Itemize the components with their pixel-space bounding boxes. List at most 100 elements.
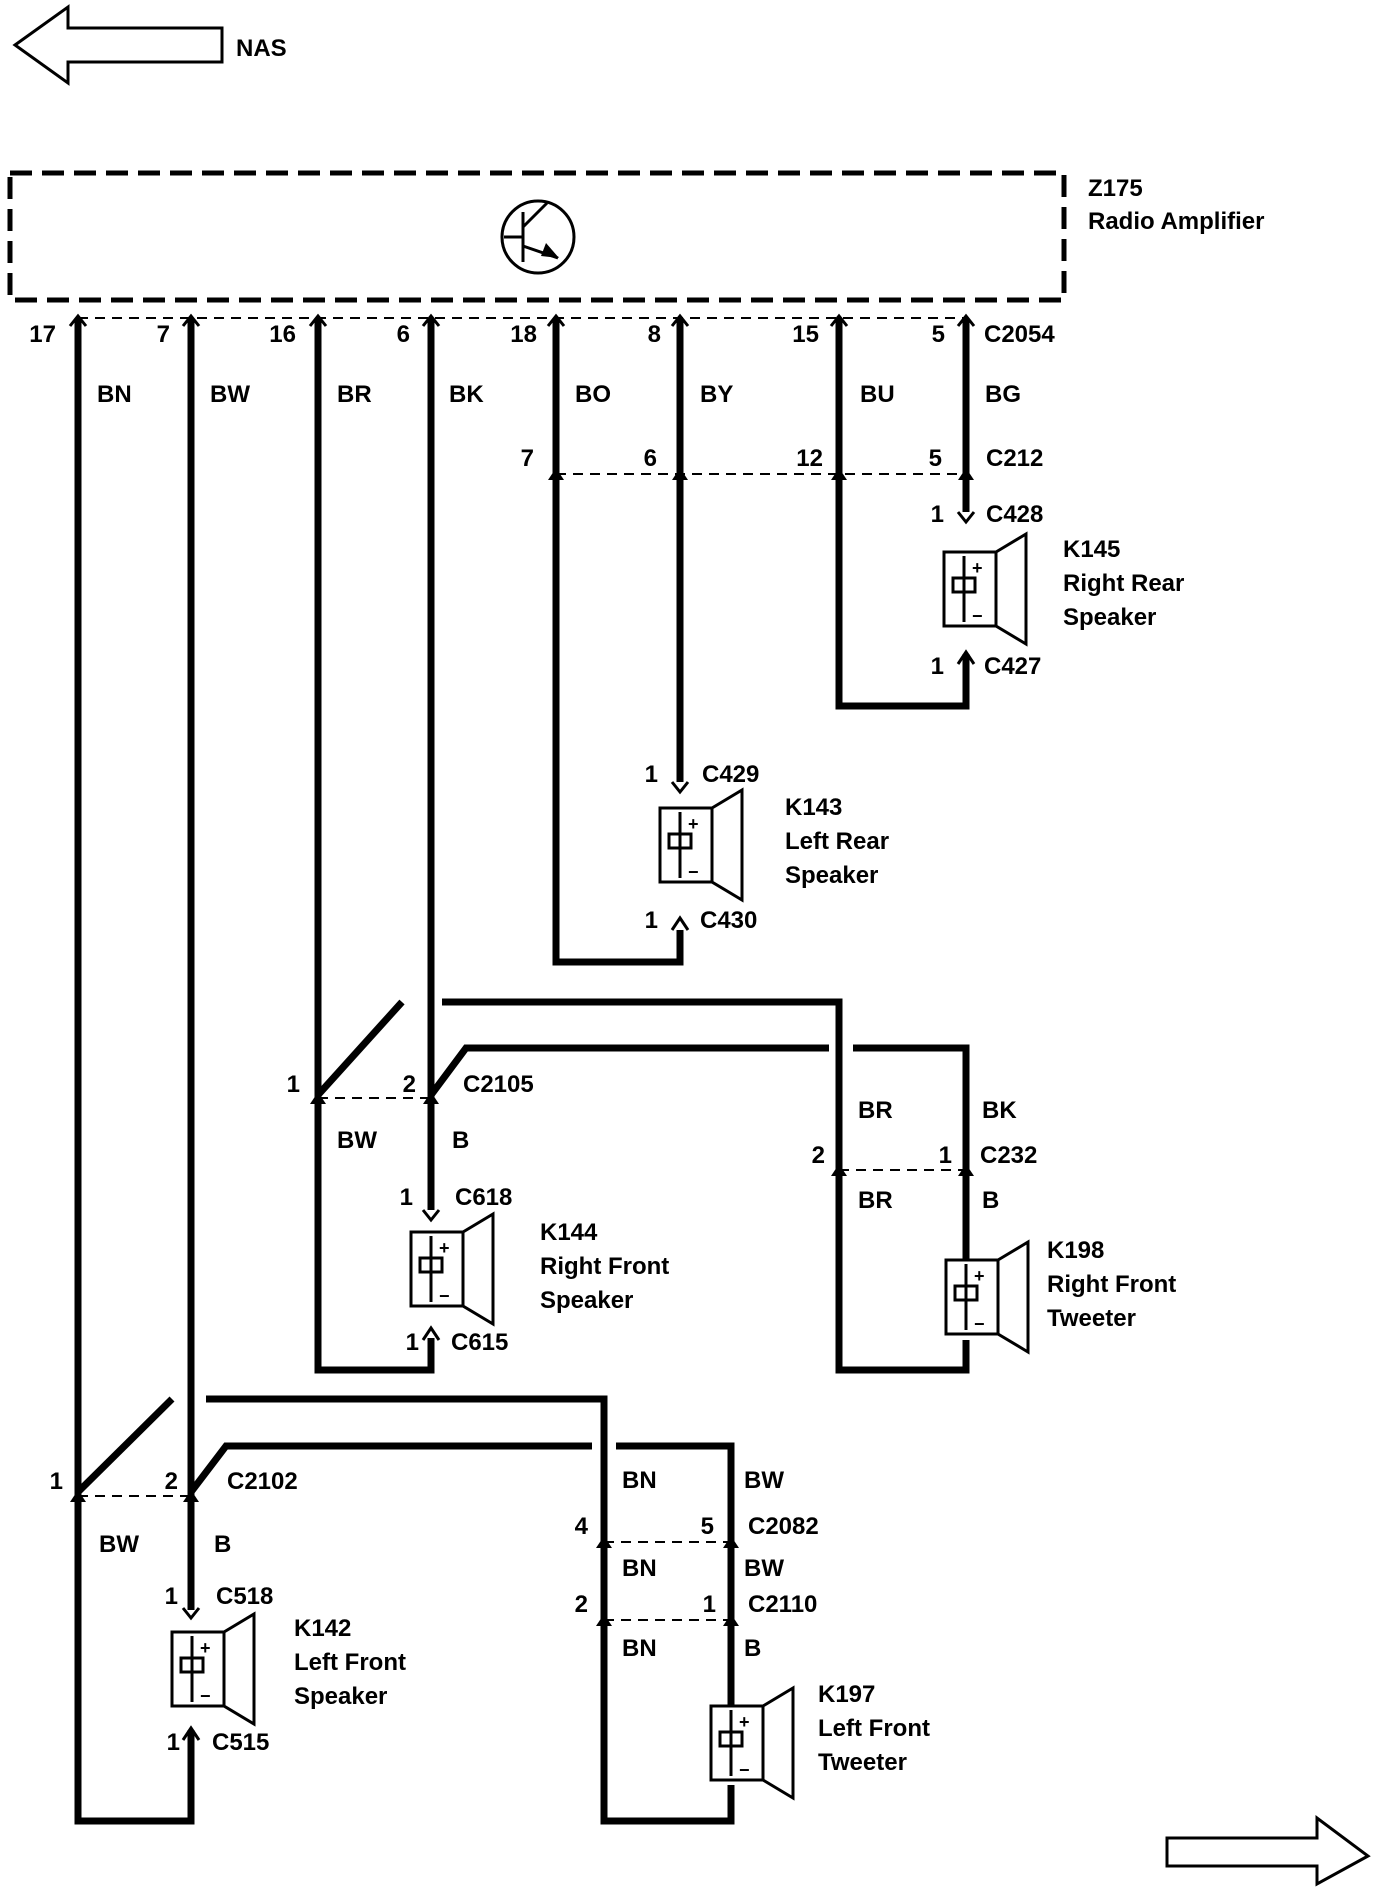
amp-terminals — [68, 313, 976, 327]
connector-label: C2082 — [748, 1513, 819, 1540]
wire-color-label: B — [744, 1635, 761, 1662]
wire-br-cross — [315, 999, 405, 1098]
wire-color-label: BW — [744, 1467, 784, 1494]
speaker-icon: + − — [709, 1685, 795, 1801]
wire-color-label: BW — [99, 1531, 139, 1558]
pin-label: 1 — [645, 761, 658, 788]
wire-bn — [74, 318, 195, 1825]
connector-label: C618 — [455, 1184, 512, 1211]
pin-label: 2 — [403, 1071, 416, 1098]
component-code: K142 — [294, 1615, 351, 1642]
wire-color-label: BK — [449, 381, 484, 408]
wire-color-label: BR — [858, 1097, 893, 1124]
wire-bw-tweeter — [188, 1442, 592, 1495]
minus-sign: − — [688, 862, 699, 882]
pin-label: 4 — [575, 1513, 589, 1540]
wire-color-label: BY — [700, 381, 733, 408]
component-code: K144 — [540, 1219, 598, 1246]
pin-label: 5 — [932, 321, 945, 348]
wire-bo — [552, 318, 684, 966]
plus-sign: + — [739, 1712, 750, 1732]
nav-left-label: NAS — [236, 35, 287, 62]
minus-sign: − — [200, 1686, 211, 1706]
minus-sign: − — [972, 606, 983, 626]
wire-color-label: BG — [985, 381, 1021, 408]
connector-c2102: 1 2 C2102 BW B — [50, 1468, 298, 1558]
wire-color-label: BN — [622, 1467, 657, 1494]
pin-label: 2 — [575, 1591, 588, 1618]
amp-connector-label: C2054 — [984, 321, 1055, 348]
wire-color-label: BN — [622, 1555, 657, 1582]
pin-label: 1 — [400, 1184, 413, 1211]
wire-color-label: BU — [860, 381, 895, 408]
wire-color-label: BW — [210, 381, 250, 408]
connector-label: C615 — [451, 1329, 508, 1356]
connector-c2082: BN BW 4 5 C2082 BN BW — [575, 1467, 819, 1582]
connector-c232: BR BK 2 1 C232 BR B — [812, 1097, 1038, 1214]
component-name: Right Front — [540, 1253, 669, 1280]
pin-label: 1 — [931, 653, 944, 680]
pin-label: 2 — [812, 1142, 825, 1169]
wire-color-label: B — [982, 1187, 999, 1214]
wire-bn-tweeter — [206, 1395, 735, 1825]
k145-right-rear-speaker: + − 1 C428 1 C427 K145 Right Rear Speake… — [931, 501, 1185, 680]
right-arrow-icon[interactable] — [1165, 1815, 1371, 1887]
pin-label: 1 — [939, 1142, 952, 1169]
pin-label: 1 — [287, 1071, 300, 1098]
component-code: K198 — [1047, 1237, 1104, 1264]
minus-sign: − — [739, 1760, 750, 1780]
wire-color-label: BW — [744, 1555, 784, 1582]
k142-left-front-speaker: + − 1 C518 1 C515 K142 Left Front Speake… — [165, 1583, 406, 1756]
radio-amplifier: Z175 Radio Amplifier C2054 — [7, 170, 1264, 348]
plus-sign: + — [974, 1266, 985, 1286]
component-name: Speaker — [294, 1683, 387, 1710]
component-name: Speaker — [540, 1287, 633, 1314]
component-name: Left Front — [294, 1649, 406, 1676]
amplifier-name: Radio Amplifier — [1088, 208, 1264, 235]
plus-sign: + — [200, 1638, 211, 1658]
pin-label: 18 — [510, 321, 537, 348]
pin-label: 2 — [165, 1468, 178, 1495]
k144-right-front-speaker: + − 1 C618 1 C615 K144 Right Front Speak… — [400, 1184, 670, 1356]
pin-label: 1 — [931, 501, 944, 528]
pin-label: 6 — [644, 445, 657, 472]
wire-bu — [835, 318, 970, 710]
plus-sign: + — [688, 814, 699, 834]
wire-color-label: B — [452, 1127, 469, 1154]
nav-left[interactable]: NAS — [12, 4, 287, 86]
minus-sign: − — [974, 1314, 985, 1334]
component-name: Right Front — [1047, 1271, 1176, 1298]
pin-label: 7 — [521, 445, 534, 472]
pin-label: 8 — [648, 321, 661, 348]
connector-label: C2110 — [748, 1591, 817, 1618]
minus-sign: − — [439, 1286, 450, 1306]
pin-label: 17 — [29, 321, 56, 348]
connector-label: C428 — [986, 501, 1043, 528]
speaker-icon: + − — [944, 1239, 1030, 1355]
left-arrow-icon[interactable] — [12, 4, 224, 86]
pin-label: 1 — [703, 1591, 716, 1618]
component-name: Speaker — [785, 862, 878, 889]
component-code: K145 — [1063, 536, 1120, 563]
plus-sign: + — [439, 1238, 450, 1258]
component-name: Tweeter — [1047, 1305, 1136, 1332]
speaker-icon: + − — [658, 787, 744, 903]
connector-label: C429 — [702, 761, 759, 788]
connector-label: C212 — [986, 445, 1043, 472]
k197-left-front-tweeter: + − K197 Left Front Tweeter — [709, 1681, 930, 1801]
connector-label: C232 — [980, 1142, 1037, 1169]
wire-bk-tweeter-b — [853, 1044, 970, 1260]
connector-label: C518 — [216, 1583, 273, 1610]
wire-br-tweeter — [442, 998, 970, 1374]
k198-right-front-tweeter: + − K198 Right Front Tweeter — [944, 1237, 1176, 1355]
wire-color-label: BN — [97, 381, 132, 408]
connector-label: C427 — [984, 653, 1041, 680]
connector-label: C2102 — [227, 1468, 298, 1495]
wire-bk-tweeter — [428, 1044, 829, 1098]
wire-bn-cross — [75, 1396, 175, 1495]
wire-color-label: BR — [337, 381, 372, 408]
pin-label: 6 — [397, 321, 410, 348]
pin-label: 1 — [50, 1468, 63, 1495]
pin-label: 1 — [165, 1583, 178, 1610]
